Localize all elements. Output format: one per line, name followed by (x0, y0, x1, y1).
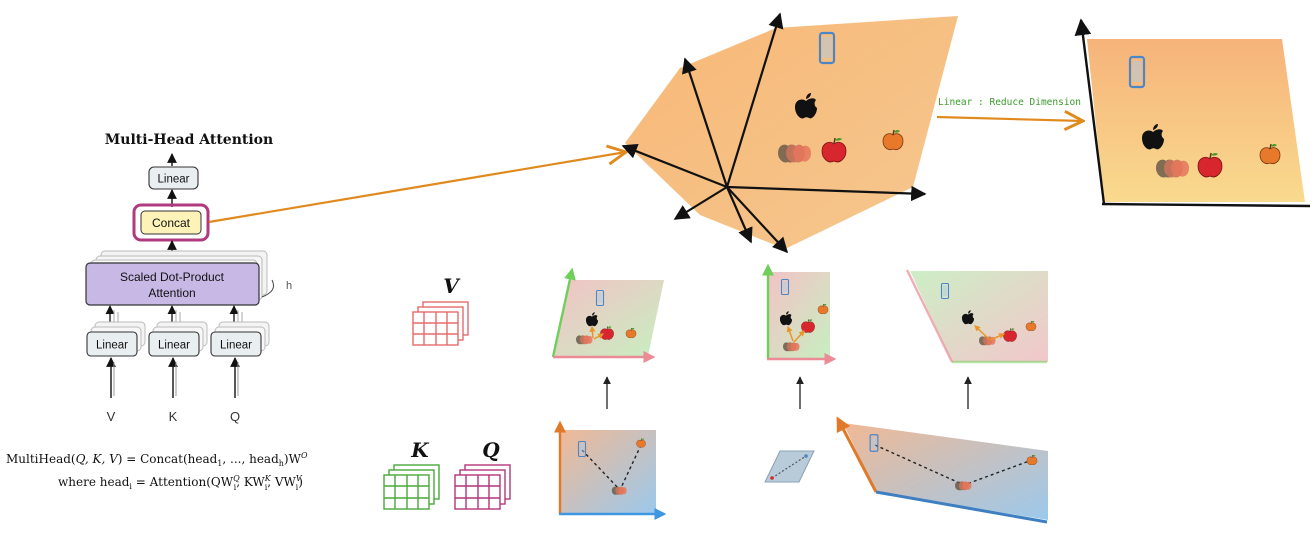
input-arrow-shadows (113, 362, 239, 396)
sdpa-label-1: Scaled Dot-Product (120, 270, 225, 284)
high-dim-axes (621, 12, 927, 254)
mha-block: Multi-Head Attention Linear Concat Scale… (85, 132, 292, 424)
apple-group-icon (955, 481, 972, 491)
v-matrix-stack (412, 301, 469, 346)
apple-group-icon (576, 335, 593, 345)
q-matrix-stack (454, 464, 511, 510)
v-matrix-label: V (443, 274, 461, 298)
sdpa-label-2: Attention (148, 286, 195, 300)
apple-group-icon (1156, 159, 1189, 178)
linear-q-label: Linear (220, 340, 252, 352)
reduce-dimension-label: Linear : Reduce Dimension (938, 97, 1081, 108)
formula-multihead: MultiHead(Q, K, V) = Concat(head1, ..., … (6, 451, 308, 468)
concat-to-space-arrow (208, 152, 626, 224)
h-label: h (286, 280, 292, 292)
k-matrix-label: K (410, 438, 430, 462)
concat-box (140, 210, 202, 235)
input-v-label: V (107, 409, 116, 424)
concat-highlight (132, 203, 210, 242)
reduced-plane (1087, 39, 1305, 202)
linear-v-box (86, 331, 138, 357)
head-2-original (764, 450, 815, 483)
head-3-projected (905, 269, 1048, 364)
q-matrix-label: Q (482, 438, 500, 462)
mha-title: Multi-Head Attention (105, 132, 273, 148)
formulas: MultiHead(Q, K, V) = Concat(head1, ..., … (6, 451, 308, 492)
apple-group-icon (611, 486, 627, 495)
linear-top-box (148, 166, 199, 190)
apple-group-icon (778, 144, 811, 163)
linear-top-label: Linear (158, 174, 190, 186)
k-matrix-stack (383, 464, 440, 510)
reduced-space (1074, 18, 1311, 208)
h-bracket (261, 279, 275, 298)
high-dim-space (621, 12, 958, 254)
linear-k-box (148, 331, 200, 357)
concat-label: Concat (152, 216, 191, 230)
head-1-projected (551, 267, 664, 363)
head-2-projected (762, 263, 837, 365)
linear-v-label: Linear (96, 340, 128, 352)
head-1-original (554, 420, 667, 520)
reduced-y-axis (1074, 18, 1106, 205)
input-k-label: K (169, 409, 178, 424)
reduced-x-axis (1101, 202, 1311, 208)
linear-q-box (210, 331, 262, 357)
input-arrows (106, 357, 240, 398)
head-3-original (836, 416, 1048, 524)
apple-group-icon (783, 342, 800, 352)
linear-k-label: Linear (158, 340, 190, 352)
reduce-dimension-arrow (936, 117, 1083, 121)
input-q-label: Q (230, 409, 240, 424)
high-dim-plane (625, 16, 958, 249)
sdpa-box (85, 262, 260, 306)
